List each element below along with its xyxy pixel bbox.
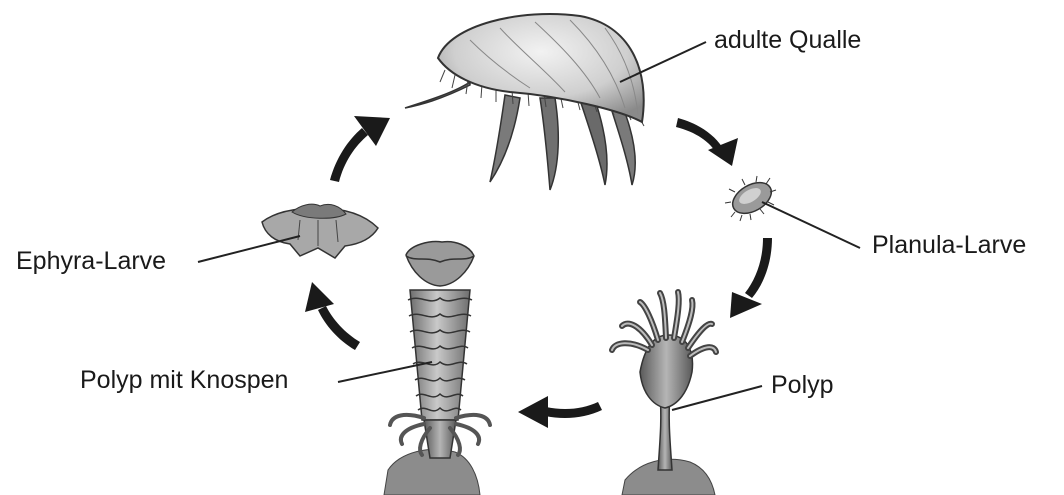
cycle-arrows [305, 116, 772, 428]
arrow-budding-to-ephyra [305, 282, 360, 350]
label-ephyra-larva: Ephyra-Larve [16, 249, 166, 274]
ephyra-larva-illustration [262, 204, 378, 258]
polyp-illustration [612, 292, 716, 495]
label-polyp: Polyp [771, 373, 834, 398]
arrow-adult-to-planula [676, 118, 738, 166]
label-planula-larva: Planula-Larve [872, 233, 1026, 258]
arrow-ephyra-to-adult [330, 116, 390, 182]
adult-medusa-illustration [405, 14, 644, 190]
label-adult-medusa: adulte Qualle [714, 28, 861, 53]
leader-planula [762, 202, 860, 248]
label-budding-polyp: Polyp mit Knospen [80, 368, 288, 393]
arrow-planula-to-polyp [730, 238, 772, 318]
arrow-polyp-to-budding [518, 396, 602, 428]
leader-ephyra [198, 236, 300, 262]
planula-larva-illustration [725, 176, 777, 221]
